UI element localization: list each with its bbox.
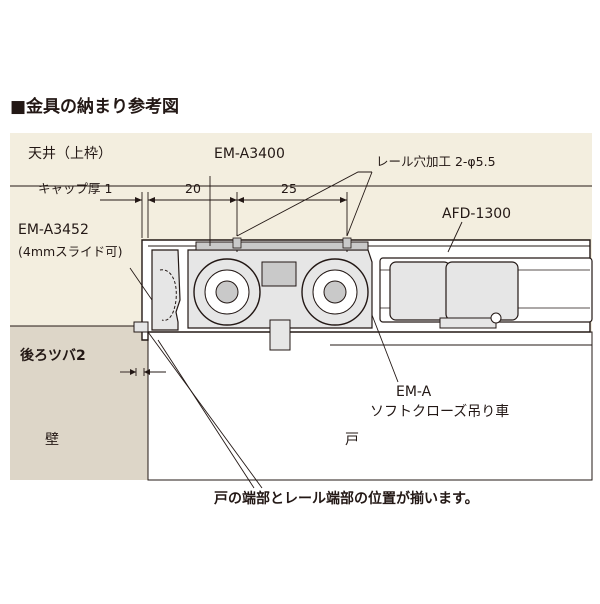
label-ceiling: 天井（上枠） [28,146,112,162]
damper-screw [490,312,502,324]
rail-hole-left [232,234,242,252]
caption: 戸の端部とレール端部の位置が揃います。 [214,490,479,507]
dimension-arrows [130,197,347,375]
damper-block-right [445,261,519,321]
damper-block-left [389,261,451,321]
label-em-a3400: EM-A3400 [214,146,285,162]
back-stop-flange [133,321,149,333]
label-dim-20: 20 [185,181,201,196]
label-wall: 壁 [45,432,59,448]
label-afd-1300: AFD-1300 [442,206,511,222]
label-dim-25: 25 [281,181,297,196]
rail-hole-right [342,234,352,252]
mount-block [261,261,297,287]
label-door: 戸 [345,432,359,448]
wheel-right [301,258,369,326]
label-back-stop: 後ろツバ2 [20,347,86,364]
label-cap-thickness: キャップ厚 1 [38,181,112,196]
diagram-title: ■金具の納まり参考図 [10,96,179,117]
top-plate [195,241,369,251]
door-panel [147,331,593,481]
label-em-a: EM-A [396,384,432,400]
damper-mount [439,317,497,329]
end-cap-inner [159,269,177,321]
label-soft-close: ソフトクローズ吊り車 [370,403,509,420]
end-cap [151,249,181,331]
label-rail-hole: レール穴加工 2-φ5.5 [376,154,496,169]
wall-block [10,326,148,480]
leader-lines [129,171,463,489]
label-em-a3452: EM-A3452 [18,222,89,238]
label-em-a3452-note: (4mmスライド可) [18,244,123,259]
hanger-bolt [269,319,291,351]
wheel-left [193,258,261,326]
